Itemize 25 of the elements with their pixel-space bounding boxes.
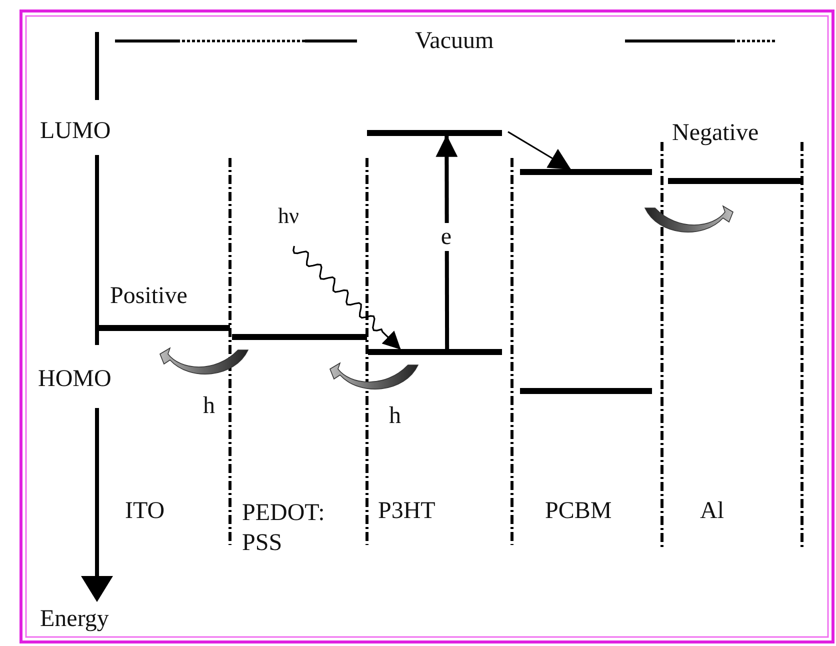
arrow <box>508 131 572 170</box>
axis-label: Vacuum <box>415 28 494 54</box>
energy-level <box>368 349 502 355</box>
energy-level <box>367 130 502 136</box>
layer-label: P3HT <box>378 498 436 524</box>
layer-label: Al <box>700 498 724 524</box>
layer-label: PCBM <box>545 498 612 524</box>
axis-label: HOMO <box>38 366 112 392</box>
edge-label: e <box>440 222 452 250</box>
layer-label: PEDOT: PSS <box>242 499 326 558</box>
axis-label: Negative <box>672 120 759 146</box>
arrow <box>436 134 458 349</box>
photon-label: hν <box>278 204 314 230</box>
axis-label: LUMO <box>40 118 111 144</box>
axis-label: h <box>203 393 215 419</box>
energy-level <box>520 169 652 175</box>
energy-level <box>520 388 652 394</box>
energy-level <box>668 178 803 184</box>
axis-label: Positive <box>110 283 188 309</box>
axis-label: Energy <box>40 606 109 632</box>
layer-label: ITO <box>125 498 165 524</box>
axis-label: h <box>389 403 401 429</box>
energy-level <box>97 325 230 331</box>
photon-arrow <box>292 246 401 350</box>
energy-level <box>232 334 367 340</box>
